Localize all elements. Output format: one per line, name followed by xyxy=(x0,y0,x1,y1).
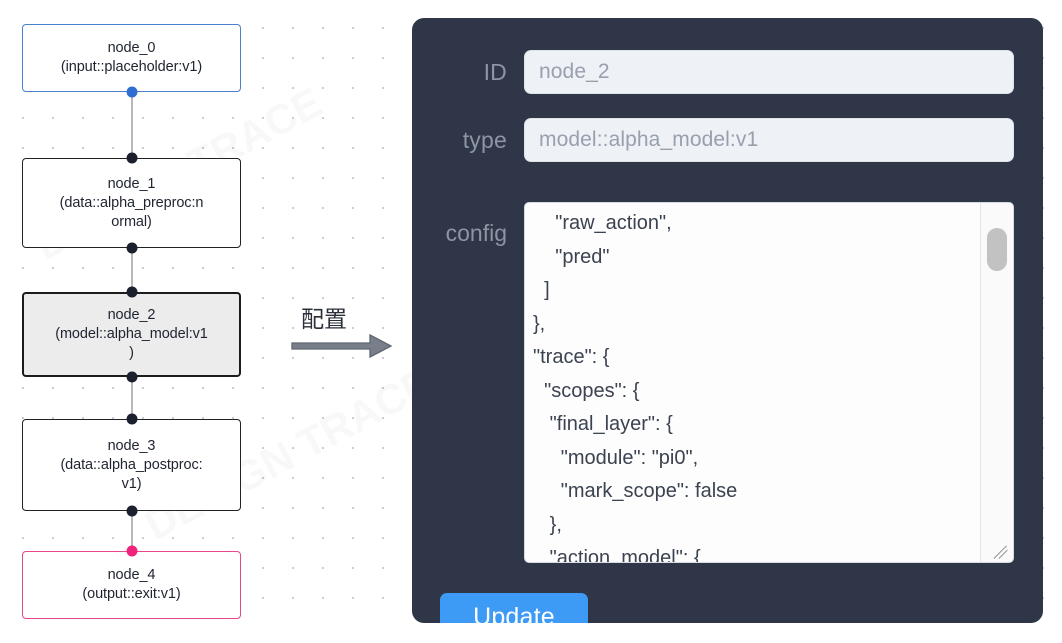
graph-node-node_2[interactable]: node_2 (model::alpha_model:v1 ) xyxy=(22,292,241,377)
id-input[interactable]: node_2 xyxy=(524,50,1014,94)
graph-node-node_0[interactable]: node_0 (input::placeholder:v1) xyxy=(22,24,241,92)
node-handle-node_2-out[interactable] xyxy=(126,371,138,383)
edge-node2-node3 xyxy=(131,377,133,419)
node-title: node_1 xyxy=(107,175,156,192)
resize-handle-icon[interactable] xyxy=(993,542,1011,560)
edge-node0-node1 xyxy=(131,92,133,158)
type-input[interactable]: model::alpha_model:v1 xyxy=(524,118,1014,162)
field-row-config: config "raw_action", "pred" ] }, "trace"… xyxy=(412,202,1014,563)
edge-node1-node2 xyxy=(131,248,133,292)
node-handle-node_1-in[interactable] xyxy=(126,152,138,164)
node-handle-node_2-in[interactable] xyxy=(126,286,138,298)
node-handle-node_4-in[interactable] xyxy=(126,545,138,557)
node-handle-node_3-in[interactable] xyxy=(126,413,138,425)
node-title: node_0 xyxy=(107,40,156,56)
node-subtitle-cont: v1) xyxy=(121,475,142,492)
update-button[interactable]: Update xyxy=(440,593,588,623)
graph-node-node_1[interactable]: node_1 (data::alpha_preproc:n ormal) xyxy=(22,158,241,248)
edge-node3-node4 xyxy=(131,511,133,551)
node-title: node_2 xyxy=(107,307,156,323)
node-config-panel: ID node_2 type model::alpha_model:v1 con… xyxy=(412,18,1043,623)
node-subtitle: (output::exit:v1) xyxy=(82,586,181,602)
field-row-type: type model::alpha_model:v1 xyxy=(412,118,1043,162)
node-subtitle-cont: ormal) xyxy=(111,213,152,230)
node-handle-node_1-out[interactable] xyxy=(126,242,138,254)
node-subtitle: (model::alpha_model:v1 xyxy=(55,326,208,342)
node-handle-node_0-out[interactable] xyxy=(126,86,138,98)
bottom-strip xyxy=(0,627,1062,643)
config-scrollbar[interactable] xyxy=(980,203,1013,562)
node-handle-node_3-out[interactable] xyxy=(126,505,138,517)
node-subtitle: (data::alpha_preproc:n xyxy=(59,194,204,211)
node-subtitle: (input::placeholder:v1) xyxy=(60,59,203,75)
config-textarea[interactable]: "raw_action", "pred" ] }, "trace": { "sc… xyxy=(524,202,1014,563)
id-field-label: ID xyxy=(483,58,507,85)
node-title: node_3 xyxy=(107,437,156,454)
config-textarea-value: "raw_action", "pred" ] }, "trace": { "sc… xyxy=(533,212,738,563)
type-field-label: type xyxy=(462,126,507,153)
node-subtitle-cont: ) xyxy=(129,345,134,361)
graph-node-node_4[interactable]: node_4 (output::exit:v1) xyxy=(22,551,241,619)
flow-canvas[interactable]: DESIGN TRACE DESIGN TRACE DESIGN TRACE D… xyxy=(0,0,1062,627)
field-row-id: ID node_2 xyxy=(412,50,1043,94)
node-subtitle: (data::alpha_postproc: xyxy=(60,456,203,473)
arrow-icon xyxy=(291,333,393,359)
annotation-arrow-group: 配置 xyxy=(291,300,397,360)
annotation-arrow-label: 配置 xyxy=(301,307,347,333)
graph-node-node_3[interactable]: node_3 (data::alpha_postproc: v1) xyxy=(22,419,241,511)
config-field-label: config xyxy=(445,220,507,246)
config-scrollbar-thumb[interactable] xyxy=(987,228,1007,271)
node-title: node_4 xyxy=(107,567,156,583)
